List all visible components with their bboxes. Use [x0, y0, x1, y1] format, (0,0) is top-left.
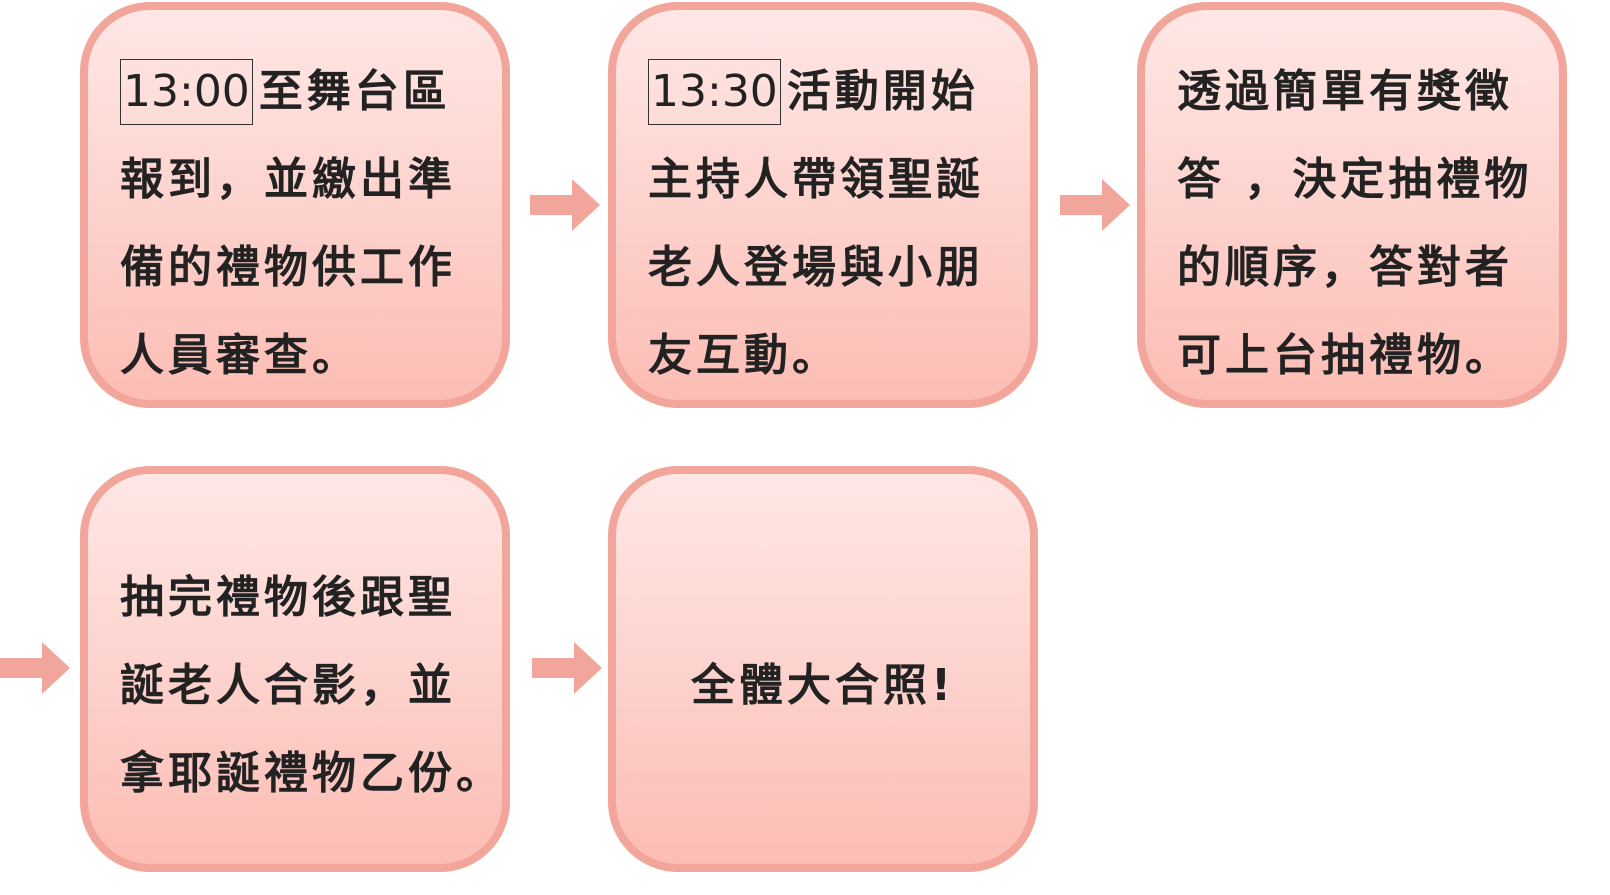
arrow-right-icon — [532, 642, 602, 694]
time-badge: 13:30 — [648, 59, 781, 125]
step-text-line: 主持人帶領聖誕 — [648, 154, 984, 205]
step-text-line: 備的禮物供工作 — [120, 242, 456, 293]
step-text-line: 活動開始 — [786, 66, 979, 117]
arrow-right-icon — [530, 179, 600, 231]
arrow-right-icon — [1060, 179, 1130, 231]
step-text-line: 可上台抽禮物。 — [1177, 330, 1513, 381]
step-text-line: 人員審查。 — [120, 330, 360, 381]
step-3-box: 透過簡單有獎徵 答 ，決定抽禮物 的順序，答對者 可上台抽禮物。 — [1137, 2, 1567, 408]
time-badge: 13:00 — [120, 59, 253, 125]
step-text-line: 抽完禮物後跟聖 — [120, 572, 456, 623]
step-text-line: 拿耶誕禮物乙份。 — [120, 748, 504, 799]
step-5-box: 全體大合照! — [608, 466, 1038, 872]
step-4-box: 抽完禮物後跟聖 誕老人合影，並 拿耶誕禮物乙份。 — [80, 466, 510, 872]
step-text-line: 報到，並繳出準 — [120, 154, 456, 205]
step-text-line: 的順序，答對者 — [1177, 242, 1513, 293]
step-text-line: 友互動。 — [648, 330, 840, 381]
step-text-line: 答 ，決定抽禮物 — [1177, 154, 1533, 205]
step-text-line: 透過簡單有獎徵 — [1177, 66, 1513, 117]
step-text-line: 全體大合照! — [690, 660, 956, 711]
step-text-line: 誕老人合影，並 — [120, 660, 456, 711]
step-text-line: 至舞台區 — [258, 66, 451, 117]
arrow-right-icon — [0, 642, 70, 694]
step-text-line: 老人登場與小朋 — [648, 242, 984, 293]
